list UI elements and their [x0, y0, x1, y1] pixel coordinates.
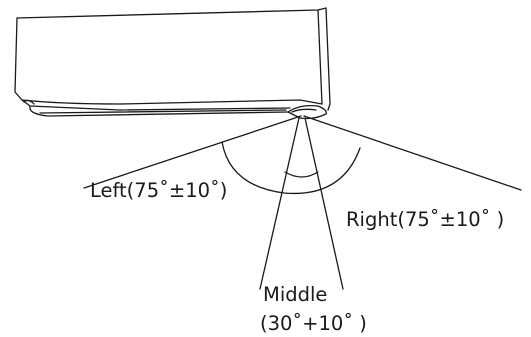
right-angle-label: Right(75˚±10˚ )	[346, 208, 505, 231]
right-limit-line	[303, 115, 522, 191]
angle-arcs	[221, 141, 361, 195]
middle-angle-label: (30˚+10˚ )	[260, 312, 367, 335]
left-limit-line	[83, 115, 302, 189]
indoor-unit-icon	[14, 7, 331, 120]
middle-left-line	[259, 117, 300, 290]
middle-right-line	[304, 117, 344, 290]
airflow-lines	[83, 115, 522, 290]
left-angle-label: Left(75˚±10˚)	[90, 179, 228, 202]
middle-angle-arc	[284, 171, 319, 178]
middle-label: Middle	[263, 283, 328, 306]
wide-angle-arc	[221, 141, 361, 195]
